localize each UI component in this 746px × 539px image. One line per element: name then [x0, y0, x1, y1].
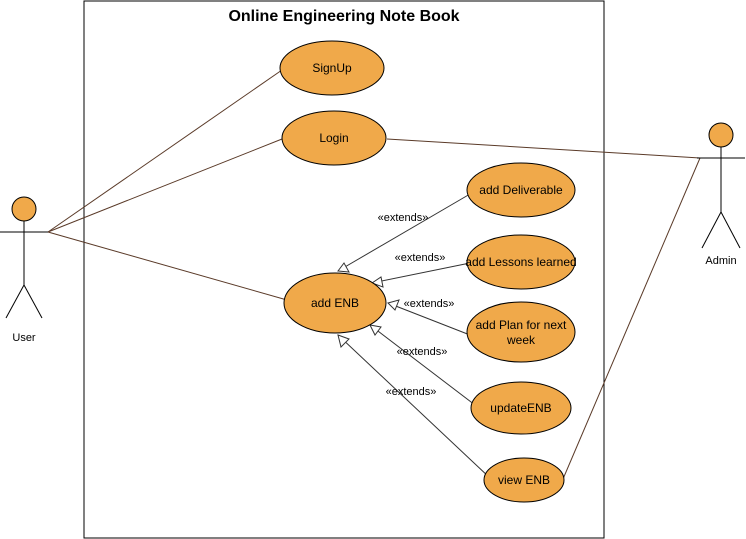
admin-associations	[386, 138, 701, 480]
assoc-user-login	[47, 138, 283, 233]
system-boundary	[83, 0, 605, 539]
extends-label-update: «extends»	[397, 346, 448, 358]
arrowhead-deliverable	[337, 262, 350, 273]
use-case-login[interactable]	[281, 110, 387, 166]
extends-label-lessons: «extends»	[395, 252, 446, 264]
user-body-icon	[0, 221, 48, 319]
extends-relations	[337, 193, 491, 479]
arrowhead-update	[369, 324, 382, 336]
label-signup: SignUp	[312, 61, 352, 75]
label-add-plan-line2: week	[506, 333, 536, 347]
use-case-add-lessons[interactable]	[466, 234, 576, 290]
extends-arrowheads	[337, 262, 400, 348]
label-add-lessons: add Lessons learned	[465, 255, 576, 269]
arrowhead-plan	[387, 299, 400, 311]
use-case-add-deliverable[interactable]	[466, 162, 576, 218]
extends-line-plan	[387, 302, 471, 336]
admin-head-icon	[708, 122, 734, 148]
assoc-user-add-enb	[47, 231, 288, 301]
extends-label-view: «extends»	[386, 386, 437, 398]
user-head-icon	[11, 196, 37, 222]
label-add-enb: add ENB	[311, 296, 359, 310]
arrowhead-lessons	[370, 276, 384, 288]
extends-label-plan: «extends»	[404, 298, 455, 310]
use-case-view-enb[interactable]	[483, 457, 565, 503]
assoc-admin-view-enb	[562, 157, 701, 480]
label-add-deliverable: add Deliverable	[479, 183, 563, 197]
extends-line-lessons	[371, 262, 471, 284]
extends-line-view	[337, 334, 491, 479]
use-case-signup[interactable]	[279, 40, 385, 96]
actor-user-label: User	[12, 332, 36, 344]
label-login: Login	[319, 131, 348, 145]
extends-line-deliverable	[337, 193, 471, 272]
user-associations	[47, 69, 288, 301]
diagram-title: Online Engineering Note Book	[228, 8, 459, 25]
use-case-add-plan[interactable]	[466, 301, 576, 363]
label-view-enb: view ENB	[498, 473, 550, 487]
actor-admin[interactable]: Admin	[697, 122, 745, 267]
actor-admin-label: Admin	[705, 255, 736, 267]
label-add-plan-line1: add Plan for next	[476, 318, 567, 332]
assoc-user-signup	[47, 69, 283, 233]
extends-label-deliverable: «extends»	[378, 212, 429, 224]
assoc-admin-login	[386, 138, 701, 159]
use-case-update-enb[interactable]	[470, 381, 572, 435]
admin-body-icon	[697, 147, 745, 249]
arrowhead-view	[337, 334, 350, 348]
extends-line-update	[369, 324, 476, 406]
actor-user[interactable]: User	[0, 196, 48, 344]
use-case-add-enb[interactable]	[283, 272, 387, 334]
label-update-enb: updateENB	[490, 401, 551, 415]
